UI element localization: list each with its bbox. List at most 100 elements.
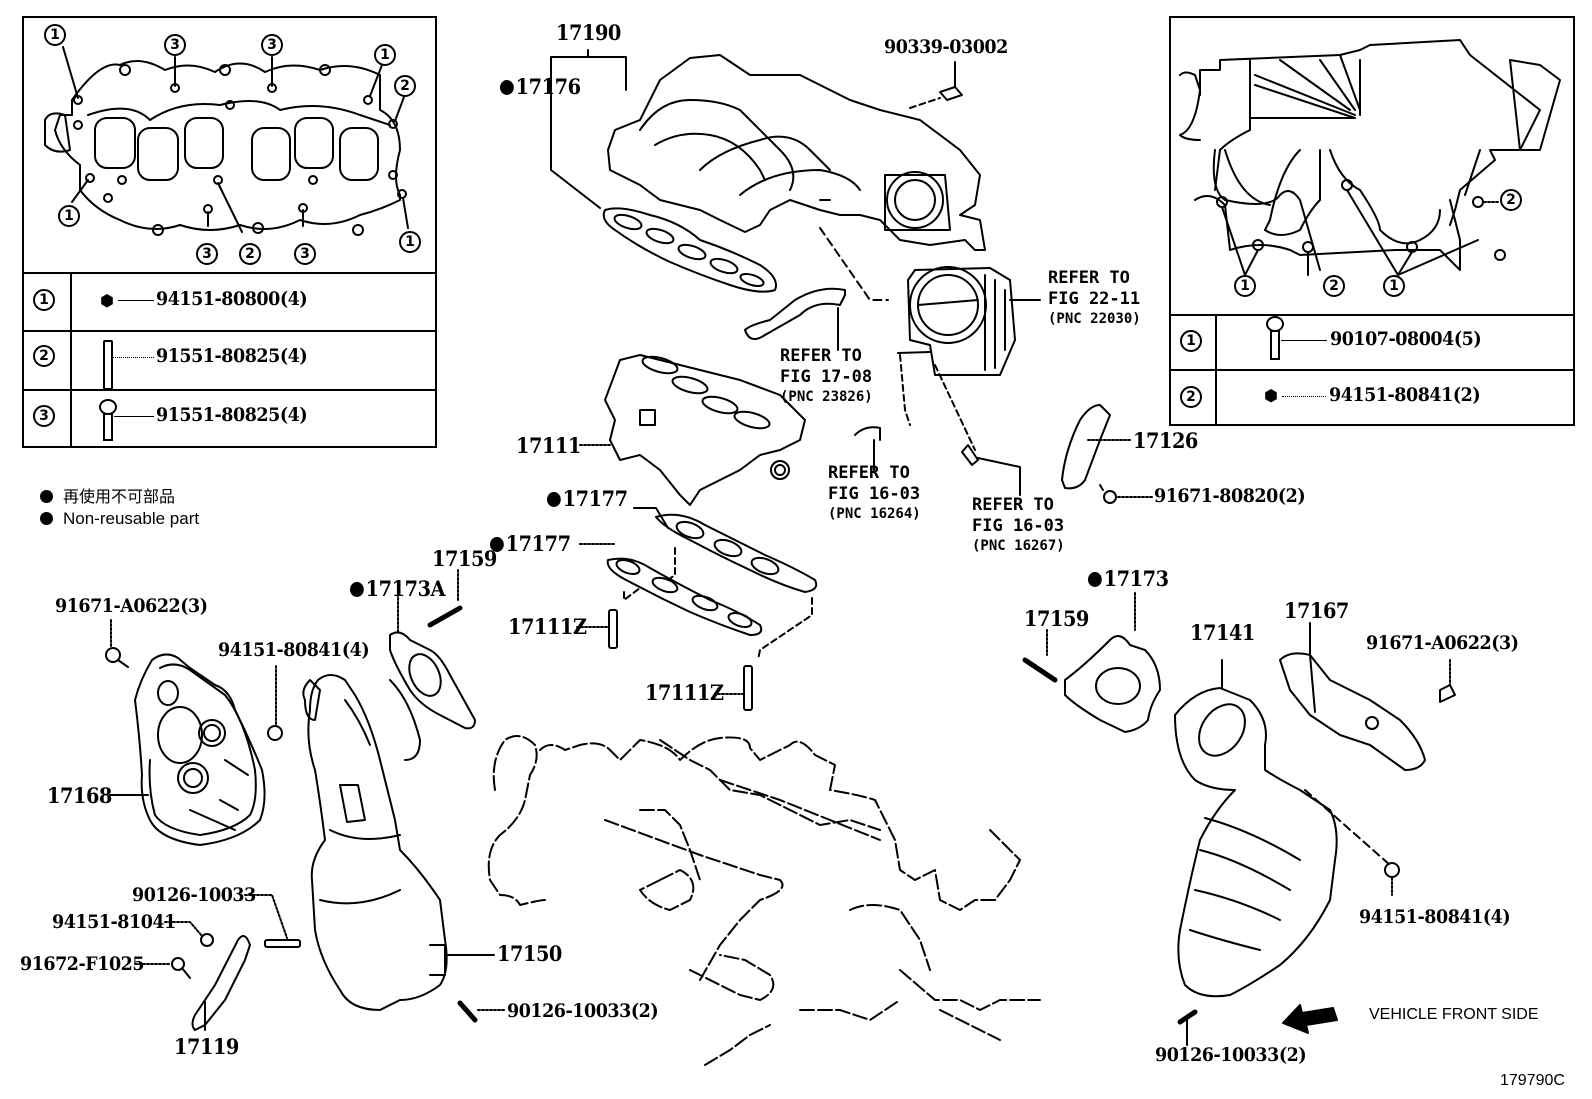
part-label-17177-upper[interactable]: 17177 <box>547 488 628 509</box>
part-label-17150[interactable]: 17150 <box>497 941 562 966</box>
part-label-90107-08004[interactable]: 90107-08004(5) <box>1330 328 1482 350</box>
part-label-17141[interactable]: 17141 <box>1190 620 1255 645</box>
callout-1: 1 <box>1383 275 1405 297</box>
part-label-94151-80800[interactable]: 94151-80800(4) <box>156 288 308 310</box>
part-label-17126[interactable]: 17126 <box>1133 428 1198 453</box>
reference-line: REFER TO <box>828 463 910 483</box>
part-label-90339-03002[interactable]: 90339-03002 <box>884 36 1008 58</box>
callout-2: 2 <box>239 243 261 265</box>
part-label-90126-10033-center[interactable]: 90126-10033(2) <box>507 1000 659 1022</box>
part-label-17177-lower[interactable]: 17177 <box>490 533 571 554</box>
flange-bolt-shaft <box>103 413 113 441</box>
reference-line: FIG 16-03 <box>972 516 1065 537</box>
intake-manifold-drawing <box>550 49 986 293</box>
reference-pnc: (PNC 23826) <box>780 388 873 405</box>
table-key-3: 3 <box>33 405 55 427</box>
non-reusable-dot-icon <box>500 80 514 95</box>
part-label-91671-80820[interactable]: 91671-80820(2) <box>1154 485 1306 507</box>
part-label-17167[interactable]: 17167 <box>1284 598 1349 623</box>
reference-fig-16-03-b[interactable]: REFER TO FIG 16-03 (PNC 16267) <box>972 495 1065 555</box>
reference-pnc: (PNC 16267) <box>972 537 1065 554</box>
legend-en: Non-reusable part <box>40 509 199 529</box>
callout-2: 2 <box>1500 189 1522 211</box>
legend-ja-text: 再使用不可部品 <box>63 489 176 506</box>
part-label-17168[interactable]: 17168 <box>47 783 112 808</box>
part-label-94151-80841-left[interactable]: 94151-80841(4) <box>218 639 370 661</box>
part-label-17159-left[interactable]: 17159 <box>432 546 497 571</box>
part-label-17173[interactable]: 17173 <box>1088 568 1169 589</box>
part-label-17176[interactable]: 17176 <box>500 76 581 97</box>
callout-1: 1 <box>399 231 421 253</box>
leader-line <box>1281 340 1327 341</box>
table-key-1: 1 <box>33 289 55 311</box>
non-reusable-dot-icon <box>1088 572 1102 587</box>
part-label-17111[interactable]: 17111 <box>516 433 581 458</box>
callout-2: 2 <box>1323 275 1345 297</box>
part-label-17119[interactable]: 17119 <box>174 1034 239 1059</box>
reference-line: REFER TO <box>780 346 862 366</box>
leader-line <box>114 416 154 417</box>
part-number: 17173 <box>1103 566 1169 591</box>
part-label-90126-08060[interactable]: 91551-80825(4) <box>156 345 308 367</box>
callout-1: 1 <box>1234 275 1256 297</box>
reference-line: FIG 17-08 <box>780 367 873 388</box>
part-label-90126-10033-right[interactable]: 90126-10033(2) <box>1155 1044 1307 1066</box>
left-inset-box <box>22 16 437 448</box>
part-label-94151-80841[interactable]: 94151-80841(2) <box>1329 384 1481 406</box>
reference-fig-22-11[interactable]: REFER TO FIG 22-11 (PNC 22030) <box>1048 268 1141 328</box>
right-inset-box <box>1169 16 1575 426</box>
stud-bolt-icon <box>103 340 113 390</box>
table-divider <box>1171 314 1573 316</box>
non-reusable-dot-icon <box>547 492 561 507</box>
part-label-17111Z-upper[interactable]: 17111Z <box>508 614 587 639</box>
table-key-2: 2 <box>1180 386 1202 408</box>
reference-line: FIG 16-03 <box>828 484 921 505</box>
heat-insulator-left-drawing <box>105 619 283 846</box>
part-label-94151-81041[interactable]: 94151-81041 <box>52 911 176 933</box>
reference-fig-17-08[interactable]: REFER TO FIG 17-08 (PNC 23826) <box>780 346 873 406</box>
nut-icon: ⬢ <box>100 293 114 310</box>
hose-drawing <box>744 287 1021 496</box>
non-reusable-dot-icon <box>350 582 364 597</box>
part-label-17190[interactable]: 17190 <box>556 20 621 45</box>
exhaust-manifold-right-drawing <box>1022 404 1456 1046</box>
reference-line: REFER TO <box>972 495 1054 515</box>
part-number: 17173A <box>365 576 446 601</box>
nut-icon: ⬢ <box>1264 388 1278 405</box>
callout-1: 1 <box>374 44 396 66</box>
illustration-code: 179790C <box>1500 1072 1565 1089</box>
part-label-91551-80825[interactable]: 91551-80825(4) <box>156 404 308 426</box>
table-key-2: 2 <box>33 345 55 367</box>
callout-1: 1 <box>58 205 80 227</box>
left-inset-gasket-drawing <box>44 46 409 236</box>
part-label-17159-right[interactable]: 17159 <box>1024 606 1089 631</box>
table-key-1: 1 <box>1180 330 1202 352</box>
non-reusable-dot-icon <box>490 537 504 552</box>
part-label-91671-A0622-right[interactable]: 91671-A0622(3) <box>1366 632 1519 654</box>
part-label-17111Z-lower[interactable]: 17111Z <box>645 680 724 705</box>
part-label-17173A[interactable]: 17173A <box>350 576 446 601</box>
part-label-91671-A0622-left[interactable]: 91671-A0622(3) <box>55 595 208 617</box>
reference-pnc: (PNC 16264) <box>828 505 921 522</box>
table-divider <box>24 272 435 274</box>
table-divider <box>1215 314 1217 424</box>
reference-line: REFER TO <box>1048 268 1130 288</box>
non-reusable-dot-icon <box>40 490 53 503</box>
part-label-94151-80841-right[interactable]: 94151-80841(4) <box>1359 906 1511 928</box>
callout-3: 3 <box>294 243 316 265</box>
callout-3: 3 <box>164 34 186 56</box>
part-number: 17177 <box>562 486 628 511</box>
part-label-91672-F1025[interactable]: 91672-F1025 <box>20 953 145 975</box>
non-reusable-dot-icon <box>40 512 53 525</box>
reference-fig-16-03-a[interactable]: REFER TO FIG 16-03 (PNC 16264) <box>828 463 921 523</box>
legend-ja: 再使用不可部品 <box>40 483 175 507</box>
lower-gaskets-drawing <box>576 507 818 711</box>
table-divider <box>70 272 72 446</box>
part-label-90126-10033-left[interactable]: 90126-10033 <box>132 884 256 906</box>
throttle-body-drawing <box>819 227 1041 451</box>
vehicle-front-side-label: VEHICLE FRONT SIDE <box>1369 1006 1539 1023</box>
leader-line <box>1282 396 1326 397</box>
lower-intake-manifold-drawing <box>579 354 806 506</box>
callout-3: 3 <box>196 243 218 265</box>
